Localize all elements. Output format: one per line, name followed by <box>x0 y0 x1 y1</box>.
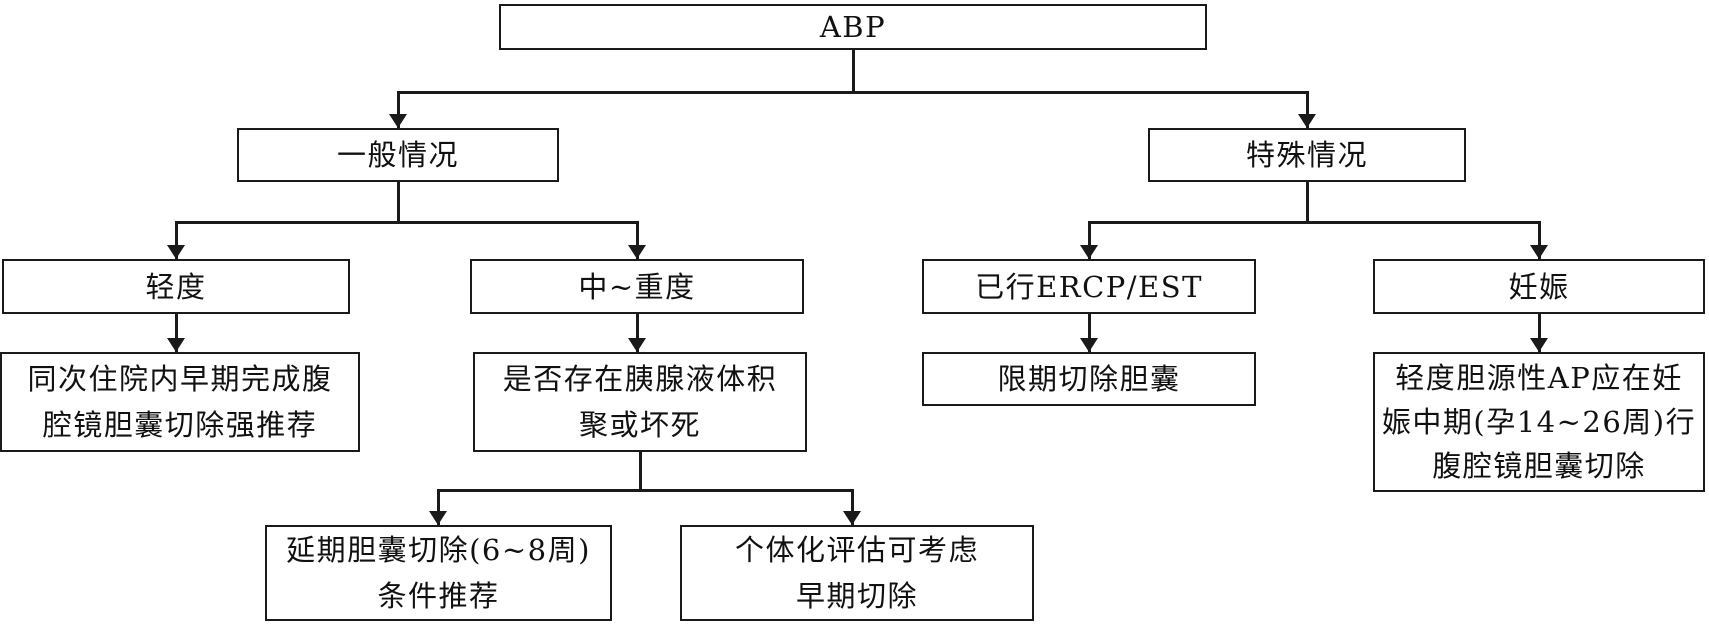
arrow-pregnancy-to-recommendation <box>1538 314 1541 352</box>
connector-special-stem <box>1306 182 1309 223</box>
node-label-line: 早期切除 <box>795 579 918 613</box>
node-label: ABP <box>819 10 887 44</box>
node-label-line: 个体化评估可考虑 <box>734 533 979 567</box>
arrow-to-pregnancy <box>1538 221 1541 259</box>
connector-abp-stem <box>852 50 855 92</box>
node-mild: 轻度 <box>2 259 350 314</box>
arrow-to-mild <box>175 221 178 259</box>
node-label-line: 条件推荐 <box>377 579 500 613</box>
node-fluid-necrosis-question: 是否存在胰腺液体积 聚或坏死 <box>473 352 807 452</box>
node-label: 中~重度 <box>578 269 696 304</box>
node-label: 限期切除胆囊 <box>997 362 1181 396</box>
arrow-to-moderate-severe <box>636 221 639 259</box>
connector-question-branch <box>437 489 854 492</box>
arrow-to-ercp-est <box>1088 221 1091 259</box>
connector-question-stem <box>639 452 642 491</box>
node-individualized-assessment: 个体化评估可考虑 早期切除 <box>680 525 1034 621</box>
node-special-case: 特殊情况 <box>1148 128 1466 182</box>
arrow-mild-to-recommendation <box>175 314 178 352</box>
node-general-case: 一般情况 <box>237 128 559 182</box>
arrow-to-individualized-assessment <box>851 489 854 525</box>
arrow-to-general-case <box>397 91 400 128</box>
connector-special-branch <box>1088 221 1540 224</box>
node-label-line: 同次住院内早期完成腹 <box>27 362 333 396</box>
node-label-line: 腹腔镜胆囊切除 <box>1432 449 1646 483</box>
connector-general-stem <box>397 182 400 223</box>
node-label: 特殊情况 <box>1245 138 1368 172</box>
node-label: 一般情况 <box>336 138 459 172</box>
node-label-line: 轻度胆源性AP应在妊 <box>1395 361 1683 395</box>
node-pregnancy-recommendation: 轻度胆源性AP应在妊 娠中期(孕14~26周)行 腹腔镜胆囊切除 <box>1373 352 1705 492</box>
node-label-line: 延期胆囊切除(6~8周) <box>286 533 591 567</box>
node-delayed-cholecystectomy: 延期胆囊切除(6~8周) 条件推荐 <box>265 525 612 621</box>
node-mild-recommendation: 同次住院内早期完成腹 腔镜胆囊切除强推荐 <box>0 352 360 452</box>
arrow-ercp-to-recommendation <box>1088 314 1091 352</box>
arrow-to-delayed-cholecystectomy <box>437 489 440 525</box>
node-label-line: 腔镜胆囊切除强推荐 <box>42 408 318 442</box>
connector-general-branch <box>175 221 638 224</box>
node-label: 妊娠 <box>1508 269 1570 304</box>
node-limited-period-cholecystectomy: 限期切除胆囊 <box>922 352 1256 406</box>
node-abp: ABP <box>499 4 1207 50</box>
node-pregnancy: 妊娠 <box>1373 259 1705 314</box>
node-label: 轻度 <box>145 269 207 304</box>
node-label-line: 聚或坏死 <box>578 408 701 442</box>
node-moderate-severe: 中~重度 <box>470 259 804 314</box>
connector-abp-branch <box>397 91 1308 94</box>
node-label-line: 是否存在胰腺液体积 <box>502 362 778 396</box>
node-ercp-est-done: 已行ERCP/EST <box>922 259 1256 314</box>
node-label-line: 娠中期(孕14~26周)行 <box>1381 405 1697 439</box>
arrow-moderate-to-question <box>636 314 639 352</box>
node-label: 已行ERCP/EST <box>975 269 1203 304</box>
arrow-to-special-case <box>1306 91 1309 128</box>
